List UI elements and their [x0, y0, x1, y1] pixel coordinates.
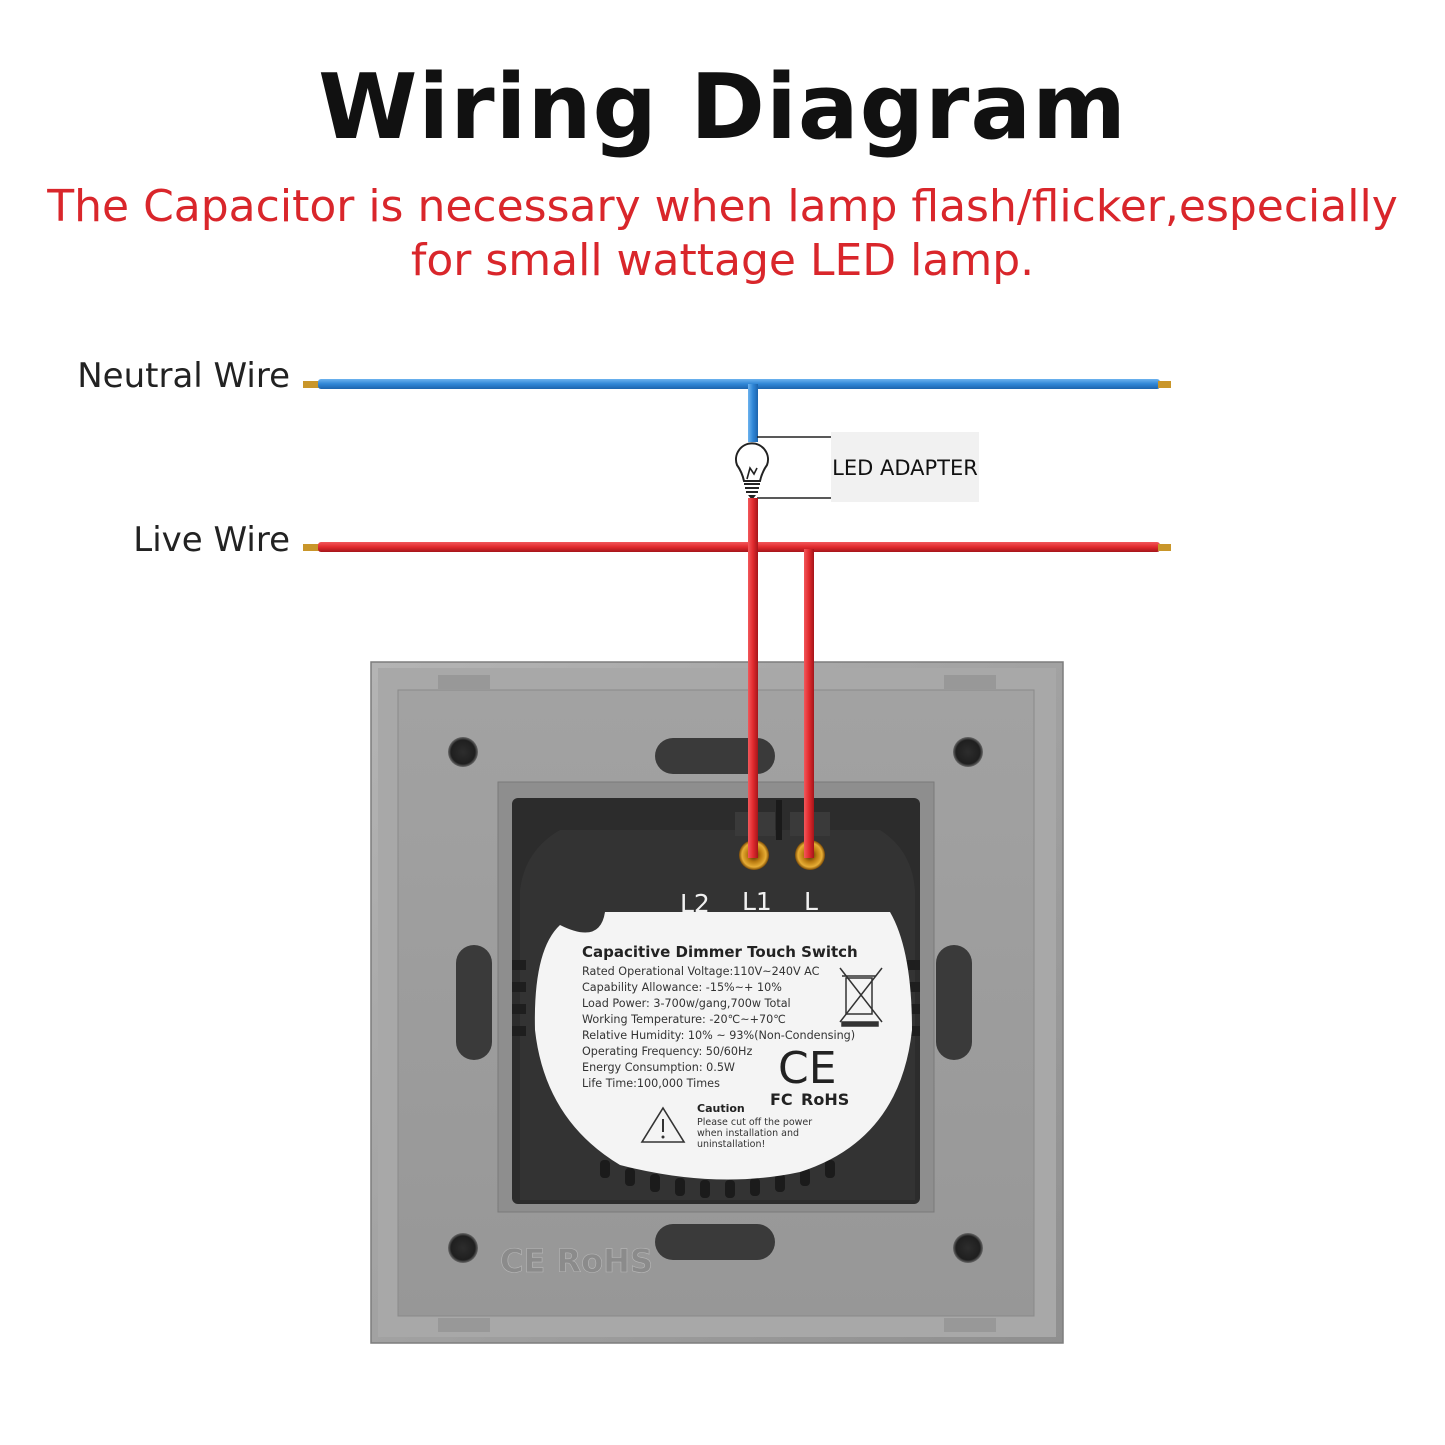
- terminal-label-l: L: [804, 887, 818, 916]
- page-title: Wiring Diagram: [318, 55, 1127, 160]
- neutral-drop-wire: [748, 384, 758, 442]
- note-line-2: for small wattage LED lamp.: [410, 235, 1035, 286]
- spec-line: Rated Operational Voltage:110V~240V AC: [582, 965, 820, 978]
- spec-line: Relative Humidity: 10% ~ 93%(Non-Condens…: [582, 1029, 855, 1042]
- led-adapter-label: LED ADAPTER: [832, 456, 978, 480]
- spec-line: Life Time:100,000 Times: [582, 1077, 720, 1090]
- warning-triangle-icon: [640, 1106, 686, 1143]
- embossed-marks: CE RoHS: [500, 1242, 653, 1280]
- neutral-wire-label: Neutral Wire: [77, 356, 290, 396]
- neutral-wire: [303, 379, 1171, 389]
- spec-line: Load Power: 3-700w/gang,700w Total: [582, 997, 791, 1010]
- fc-mark: FC: [770, 1090, 793, 1109]
- terminal-label-l1: L1: [742, 887, 772, 916]
- weee-bin-icon: [839, 967, 883, 1027]
- switch-spec-label: Capacitive Dimmer Touch Switch Rated Ope…: [534, 912, 912, 1180]
- spec-line: Capability Allowance: -15%~+ 10%: [582, 981, 782, 994]
- live-feed-wire: [804, 549, 814, 858]
- caution-title: Caution: [697, 1102, 745, 1115]
- caution-line: when installation and: [697, 1128, 799, 1139]
- spec-line: Working Temperature: -20℃~+70℃: [582, 1013, 786, 1026]
- spec-line: Energy Consumption: 0.5W: [582, 1061, 735, 1074]
- switched-live-wire: [748, 498, 758, 858]
- capacitor-note: The Capacitor is necessary when lamp fla…: [40, 180, 1405, 288]
- caution-line: Please cut off the power: [697, 1117, 812, 1128]
- rohs-mark: RoHS: [801, 1090, 849, 1109]
- mounting-holes: [448, 737, 983, 1263]
- ce-mark: CE: [778, 1043, 837, 1094]
- spec-line: Operating Frequency: 50/60Hz: [582, 1045, 752, 1058]
- live-wire: [303, 542, 1171, 552]
- led-adapter: LED ADAPTER: [757, 432, 979, 502]
- note-line-1: The Capacitor is necessary when lamp fla…: [47, 181, 1398, 232]
- terminal-label-l2: L2: [680, 889, 710, 918]
- lamp-icon: [735, 442, 769, 500]
- spec-heading: Capacitive Dimmer Touch Switch: [582, 943, 858, 961]
- caution-line: uninstallation!: [697, 1139, 765, 1150]
- live-wire-label: Live Wire: [133, 520, 290, 560]
